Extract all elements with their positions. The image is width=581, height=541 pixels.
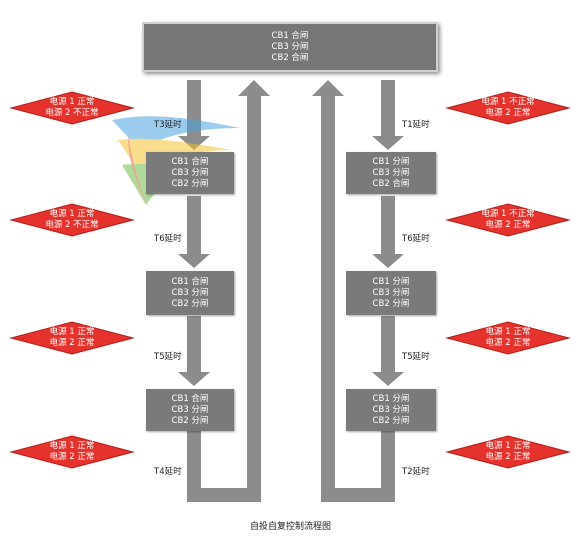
arrow-down-right-1: [372, 80, 404, 150]
state-line: CB1 分闸: [372, 276, 410, 287]
state-line: CB3 分闸: [372, 404, 410, 415]
condition-text-left-3: 电源 1 正常 电源 2 正常: [17, 327, 127, 349]
state-line: CB2 分闸: [372, 415, 410, 426]
top-status-box: CB1 合闸 CB3 分闸 CB2 合闸: [142, 22, 438, 72]
condition-line: 电源 2 正常: [485, 220, 531, 230]
state-line: CB1 分闸: [372, 393, 410, 404]
arrow-down-right-2: [372, 196, 404, 268]
return-path-left: [187, 80, 270, 502]
diagram-caption: 自投自复控制流程图: [249, 522, 331, 532]
state-line: CB3 分闸: [171, 167, 209, 178]
condition-line: 电源 2 不正常: [45, 220, 99, 230]
condition-line: 电源 1 正常: [49, 209, 95, 219]
condition-text-left-4: 电源 1 正常 电源 2 正常: [17, 441, 127, 463]
state-line: CB3 分闸: [372, 287, 410, 298]
delay-label-right-2: T6延时: [402, 234, 430, 244]
condition-line: 电源 1 不正常: [481, 209, 535, 219]
state-line: CB1 分闸: [372, 156, 410, 167]
condition-line: 电源 2 正常: [49, 338, 95, 348]
state-line: CB1 合闸: [171, 276, 209, 287]
condition-diamond-right-1: [445, 91, 571, 125]
state-line: CB3 分闸: [171, 287, 209, 298]
condition-line: 电源 2 正常: [485, 338, 531, 348]
condition-text-right-1: 电源 1 不正常 电源 2 正常: [453, 97, 563, 119]
arrow-down-left-1: [178, 80, 210, 150]
condition-line: 电源 2 不正常: [45, 108, 99, 118]
delay-label-right-4: T2延时: [402, 467, 430, 477]
condition-diamond-left-3: [9, 321, 135, 355]
top-box-line-cb3: CB3 分闸: [271, 41, 309, 52]
top-box-line-cb1: CB1 合闸: [271, 30, 309, 41]
condition-line: 电源 1 正常: [485, 327, 531, 337]
delay-label-left-3: T5延时: [154, 352, 182, 362]
condition-diamond-right-3: [445, 321, 571, 355]
delay-label-left-1: T3延时: [154, 120, 182, 130]
arrow-down-right-3: [372, 316, 404, 386]
condition-diamond-right-2: [445, 203, 571, 237]
condition-text-left-1: 电源 1 正常 电源 2 不正常: [17, 97, 127, 119]
delay-label-left-4: T4延时: [154, 467, 182, 477]
condition-diamond-right-4: [445, 435, 571, 469]
delay-label-right-1: T1延时: [402, 120, 430, 130]
left-state-box-1: CB1 合闸 CB3 分闸 CB2 分闸: [146, 152, 234, 194]
state-line: CB3 分闸: [171, 404, 209, 415]
left-state-box-3: CB1 合闸 CB3 分闸 CB2 分闸: [146, 389, 234, 431]
condition-line: 电源 2 正常: [485, 452, 531, 462]
condition-line: 电源 2 正常: [49, 452, 95, 462]
condition-line: 电源 1 正常: [49, 97, 95, 107]
condition-text-right-2: 电源 1 不正常 电源 2 正常: [453, 209, 563, 231]
state-line: CB2 合闸: [372, 178, 410, 189]
condition-text-right-3: 电源 1 正常 电源 2 正常: [453, 327, 563, 349]
condition-text-right-4: 电源 1 正常 电源 2 正常: [453, 441, 563, 463]
left-state-box-2: CB1 合闸 CB3 分闸 CB2 分闸: [146, 271, 234, 315]
return-path-right: [312, 80, 395, 502]
delay-label-right-3: T5延时: [402, 352, 430, 362]
arrow-down-left-3: [178, 316, 210, 386]
right-state-box-1: CB1 分闸 CB3 分闸 CB2 合闸: [346, 152, 436, 194]
state-line: CB2 分闸: [372, 298, 410, 309]
condition-line: 电源 1 正常: [49, 327, 95, 337]
state-line: CB2 分闸: [171, 178, 209, 189]
condition-line: 电源 1 正常: [49, 441, 95, 451]
right-state-box-2: CB1 分闸 CB3 分闸 CB2 分闸: [346, 271, 436, 315]
condition-diamond-left-2: [9, 203, 135, 237]
condition-line: 电源 2 正常: [485, 108, 531, 118]
right-state-box-3: CB1 分闸 CB3 分闸 CB2 分闸: [346, 389, 436, 431]
state-line: CB2 分闸: [171, 415, 209, 426]
state-line: CB1 合闸: [171, 156, 209, 167]
delay-label-left-2: T6延时: [154, 234, 182, 244]
condition-diamond-left-4: [9, 435, 135, 469]
condition-line: 电源 1 正常: [485, 441, 531, 451]
arrow-down-left-2: [178, 196, 210, 268]
state-line: CB2 分闸: [171, 298, 209, 309]
condition-text-left-2: 电源 1 正常 电源 2 不正常: [17, 209, 127, 231]
condition-line: 电源 1 不正常: [481, 97, 535, 107]
state-line: CB1 合闸: [171, 393, 209, 404]
state-line: CB3 分闸: [372, 167, 410, 178]
condition-diamond-left-1: [9, 91, 135, 125]
top-box-line-cb2: CB2 合闸: [271, 52, 309, 63]
